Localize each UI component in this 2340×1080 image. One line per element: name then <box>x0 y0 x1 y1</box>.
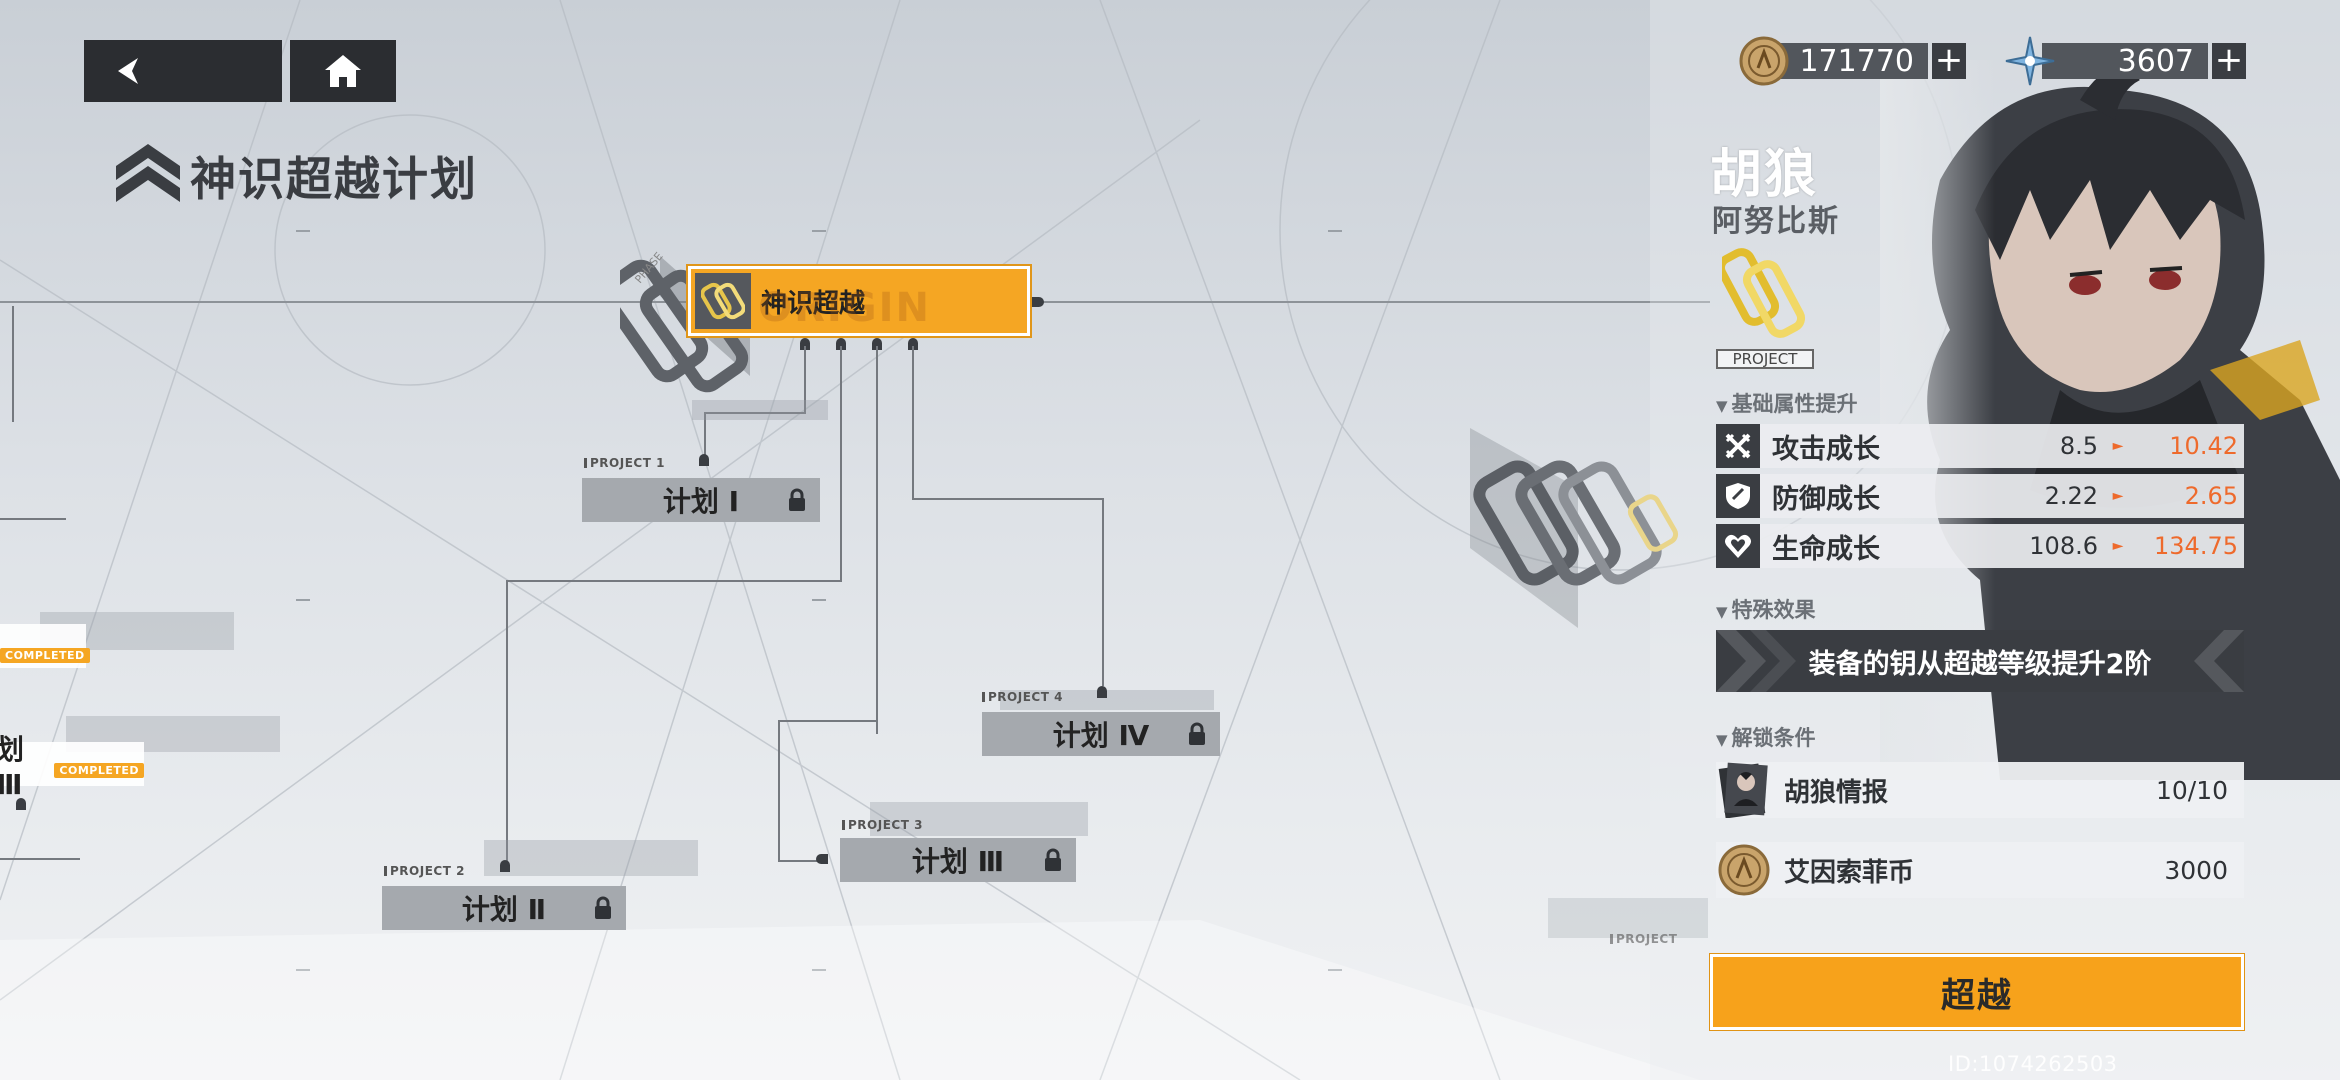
stat-label: 生命成长 <box>1772 533 1880 565</box>
project-4-tag: PROJECT 4 <box>982 690 1063 704</box>
transcend-button[interactable]: 超越 <box>1710 954 2244 1030</box>
unlock-row-intel: 胡狼情报 10/10 <box>1716 762 2244 818</box>
unlock-label: 艾因索菲币 <box>1784 857 1915 888</box>
back-button[interactable] <box>84 40 282 102</box>
faded-project-tag: PROJECT <box>1610 932 1677 946</box>
completed-node-partial[interactable]: COMPLETED <box>0 624 90 668</box>
project-tag: PROJECT <box>1716 349 1814 369</box>
character-subtitle: 阿努比斯 <box>1712 204 1840 239</box>
stat-label: 攻击成长 <box>1772 433 1880 465</box>
home-button[interactable] <box>290 40 396 102</box>
project-2-tag: PROJECT 2 <box>384 864 465 878</box>
project-emblem-icon <box>1722 248 1806 338</box>
stat-new-value: 10.42 <box>2169 432 2238 460</box>
project-1-node[interactable]: 计划 Ⅰ <box>582 478 820 522</box>
project-3-completed-partial[interactable]: 划 Ⅲ COMPLETED <box>0 733 144 801</box>
origin-icon-box <box>695 273 751 329</box>
unlock-heading: 解锁条件 <box>1716 722 1816 752</box>
rank-chevron-icon <box>116 144 180 202</box>
coin-icon <box>1739 36 1789 86</box>
lock-icon <box>1189 722 1205 745</box>
partial-label: 划 Ⅲ <box>0 732 25 801</box>
add-crystal-button[interactable]: + <box>2212 43 2246 79</box>
project-4-label: 计划 Ⅳ <box>1052 719 1150 752</box>
stat-new-value: 134.75 <box>2154 532 2238 560</box>
character-name: 胡狼 <box>1710 145 1819 205</box>
defense-icon <box>1726 483 1750 509</box>
project-3-label: 计划 Ⅲ <box>911 845 1005 878</box>
project-3-node[interactable]: 计划 Ⅲ <box>840 838 1076 882</box>
stat-row-health: 生命成长 108.6 ► 134.75 <box>1716 524 2244 568</box>
lock-icon <box>595 896 611 919</box>
attack-icon <box>1725 433 1751 459</box>
completed-badge: COMPLETED <box>54 762 144 778</box>
page-title: 神识超越计划 <box>190 152 478 206</box>
currency-coin: 171770 + <box>1738 36 1966 86</box>
project-4-node[interactable]: 计划 Ⅳ <box>982 712 1220 756</box>
back-arrow-icon <box>118 58 138 84</box>
origin-label: 神识超越 <box>761 288 866 319</box>
chevron-deco-icon <box>1716 630 2244 692</box>
project-3-tag: PROJECT 3 <box>842 818 923 832</box>
lock-icon <box>1045 848 1061 871</box>
unlock-label: 胡狼情报 <box>1784 777 1889 808</box>
increase-arrow-icon: ► <box>2112 438 2124 454</box>
origin-bg-word: ORIGIN <box>758 285 931 331</box>
character-intel-icon <box>1718 762 1768 818</box>
stat-old-value: 108.6 <box>2029 532 2098 560</box>
crystal-icon <box>2005 36 2055 86</box>
special-effect-heading: 特殊效果 <box>1716 594 1816 624</box>
stat-new-value: 2.65 <box>2184 482 2238 510</box>
home-icon <box>325 55 361 87</box>
special-effect-bar: 装备的钥从超越等级提升2阶 <box>1716 630 2244 692</box>
health-icon <box>1725 534 1751 558</box>
unlock-value: 3000 <box>2164 855 2228 885</box>
unlock-row-coin: 艾因索菲币 3000 <box>1716 842 2244 898</box>
project-1-tag: PROJECT 1 <box>584 456 665 470</box>
project-2-label: 计划 Ⅱ <box>461 893 547 926</box>
crystal-amount: 3607 <box>2042 43 2208 79</box>
origin-node[interactable]: 神识超越 ORIGIN <box>688 266 1030 336</box>
add-coin-button[interactable]: + <box>1932 43 1966 79</box>
transcend-label: 超越 <box>1941 975 2013 1016</box>
currency-crystal: 3607 + <box>2004 36 2246 86</box>
special-effect-text: 装备的钥从超越等级提升2阶 <box>1808 648 2152 680</box>
stat-label: 防御成长 <box>1772 483 1880 515</box>
origin-connector <box>1032 297 1044 307</box>
project-1-label: 计划 Ⅰ <box>662 485 740 518</box>
stat-old-value: 8.5 <box>2059 432 2098 460</box>
coin-amount: 171770 <box>1776 43 1928 79</box>
base-stats-heading: 基础属性提升 <box>1716 388 1858 418</box>
phase-chain-emblem-icon <box>1470 428 1679 628</box>
stat-row-defense: 防御成长 2.22 ► 2.65 <box>1716 474 2244 518</box>
stat-old-value: 2.22 <box>2044 482 2098 510</box>
stat-row-attack: 攻击成长 8.5 ► 10.42 <box>1716 424 2244 468</box>
project-2-node[interactable]: 计划 Ⅱ <box>382 886 626 930</box>
page-title-block: 神识超越计划 <box>112 140 478 212</box>
chain-link-icon <box>701 282 745 320</box>
user-id: ID:1074262503 <box>1948 1052 2118 1076</box>
increase-arrow-icon: ► <box>2112 538 2124 554</box>
coin-icon <box>1718 844 1770 896</box>
completed-badge: COMPLETED <box>0 648 90 663</box>
unlock-value: 10/10 <box>2155 775 2228 805</box>
increase-arrow-icon: ► <box>2112 488 2124 504</box>
lock-icon <box>789 488 805 511</box>
